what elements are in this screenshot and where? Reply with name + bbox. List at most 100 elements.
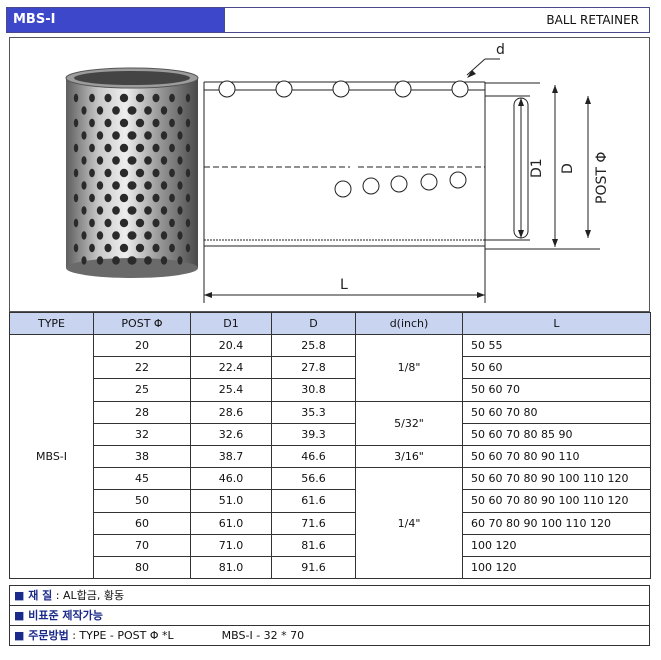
ball-hole: [152, 118, 160, 128]
d1-cell: 20.4: [190, 333, 272, 358]
ball-hole: [177, 131, 183, 140]
ball-hole: [177, 231, 183, 240]
ball-hole: [81, 231, 87, 240]
ball-hole: [185, 118, 191, 128]
ball-hole: [89, 168, 95, 178]
ball-hole: [127, 131, 137, 140]
ball-hole: [169, 93, 175, 103]
D-cell: 30.8: [271, 378, 356, 402]
post-cell: 22: [93, 356, 191, 380]
D-cell: 46.6: [271, 444, 356, 469]
ball-hole: [152, 193, 160, 203]
post-cell: 50: [93, 489, 191, 513]
ball-hole: [119, 168, 129, 178]
ball-hole: [177, 256, 183, 265]
L-cell: 50 60 70 80 90 100 110 120: [462, 489, 651, 513]
label-L: L: [340, 277, 348, 293]
col-header-post: POST Φ: [93, 312, 191, 335]
ball-hole: [119, 218, 129, 228]
D-cell: 61.6: [271, 489, 356, 513]
D-cell: 71.6: [271, 511, 356, 535]
ball-hole: [160, 156, 168, 165]
ball-hole: [96, 131, 104, 140]
D-cell: 91.6: [271, 555, 356, 580]
ball-hole: [104, 218, 112, 228]
ball-hole: [104, 93, 112, 103]
drawing-svg: d D1 D POST Φ L: [65, 42, 610, 303]
d1-cell: 28.6: [190, 400, 272, 424]
ball-hole: [96, 231, 104, 240]
d-inch-cell: 1/4": [355, 467, 463, 580]
ball-hole: [177, 156, 183, 165]
ball-hole: [96, 181, 104, 190]
ball-hole: [144, 156, 152, 165]
post-cell: 20: [93, 333, 191, 358]
ball-hole: [81, 256, 87, 265]
ball-hole: [160, 106, 168, 115]
ball-hole: [112, 106, 120, 115]
post-cell: 80: [93, 555, 191, 580]
ball-hole: [127, 256, 137, 265]
D-cell: 81.6: [271, 533, 356, 557]
d1-cell: 61.0: [190, 511, 272, 535]
ball-hole: [144, 106, 152, 115]
label-d: d: [496, 42, 505, 58]
ball-hole: [73, 118, 79, 128]
ball-hole: [96, 106, 104, 115]
type-cell: MBS-I: [9, 333, 94, 580]
ball-hole: [169, 168, 175, 178]
ball-hole: [119, 193, 129, 203]
ball-hole: [112, 206, 120, 215]
d1-cell: 25.4: [190, 378, 272, 402]
D-cell: 27.8: [271, 356, 356, 380]
ball-hole: [160, 131, 168, 140]
ball-hole: [185, 193, 191, 203]
ball-hole: [152, 218, 160, 228]
col-header-type: TYPE: [9, 312, 94, 335]
col-header-L: L: [462, 312, 651, 335]
D-cell: 25.8: [271, 333, 356, 358]
L-cell: 50 60 70 80 90 110: [462, 444, 651, 469]
material-label: ■ 재 질: [14, 589, 53, 602]
post-cell: 60: [93, 511, 191, 535]
ball-hole: [152, 93, 160, 103]
post-cell: 25: [93, 378, 191, 402]
ball-hole: [152, 243, 160, 253]
ball-hole: [81, 106, 87, 115]
ball-hole: [127, 156, 137, 165]
ball-hole: [144, 206, 152, 215]
ball-hole: [135, 218, 145, 228]
d-inch-cell: 3/16": [355, 444, 463, 469]
post-cell: 32: [93, 422, 191, 446]
ball-hole: [73, 218, 79, 228]
ball-hole: [89, 143, 95, 153]
technical-drawing: [203, 58, 600, 303]
notes-panel: ■ 재 질 : AL합금, 황동 ■ 비표준 제작가능 ■ 주문방법 : TYP…: [9, 585, 650, 646]
ball-hole: [73, 93, 79, 103]
ball-hole: [89, 118, 95, 128]
ball-hole: [104, 193, 112, 203]
ball-hole: [73, 168, 79, 178]
ball-hole: [73, 243, 79, 253]
ball-hole: [185, 143, 191, 153]
ball-hole: [119, 143, 129, 153]
ball-hole: [127, 206, 137, 215]
D-cell: 35.3: [271, 400, 356, 424]
ball-hole: [169, 193, 175, 203]
ball-hole: [144, 181, 152, 190]
L-cell: 50 60: [462, 356, 651, 380]
label-D1: D1: [529, 158, 545, 178]
ball-hole: [169, 243, 175, 253]
d1-cell: 46.0: [190, 467, 272, 491]
product-code: MBS-I: [7, 8, 225, 32]
